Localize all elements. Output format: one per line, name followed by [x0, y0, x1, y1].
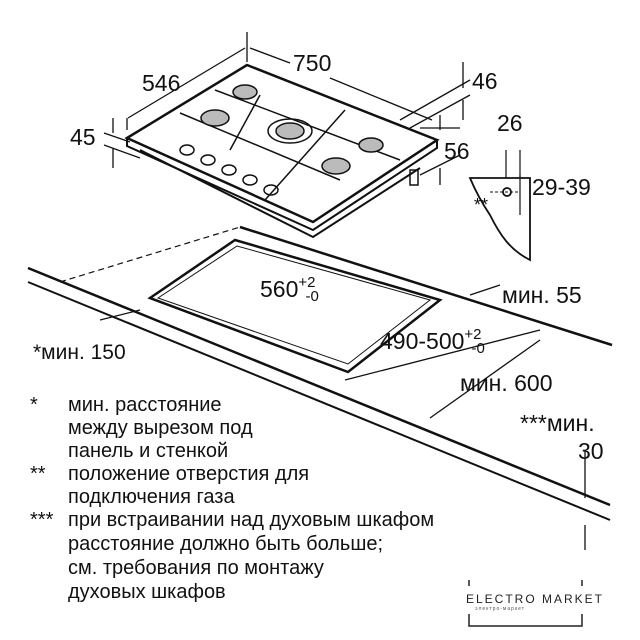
dim-min-rear: мин. 55 — [502, 282, 582, 308]
dim-depth: 546 — [142, 70, 181, 96]
dim-side-offset: 56 — [444, 138, 470, 164]
dim-cutout-width: 560+2-0 — [260, 275, 319, 304]
note-line: при встраивании над духовым шкафом — [68, 509, 435, 531]
dim-width: 750 — [293, 50, 332, 76]
burners — [200, 84, 384, 175]
tol-plus: +2 — [464, 326, 482, 343]
tol-minus: -0 — [305, 288, 319, 305]
note-line: между вырезом под — [68, 417, 253, 439]
dim-min-below-value: 30 — [578, 438, 604, 464]
tol-minus: -0 — [471, 340, 485, 357]
dim-rear-offset: 46 — [472, 68, 498, 94]
note-line: расстояние должно быть больше; — [68, 533, 384, 555]
watermark-tagline: электро-маркет — [475, 606, 526, 612]
note-line: положение отверстия для — [68, 463, 310, 485]
countertop-drawing — [27, 225, 613, 550]
cutout — [147, 238, 443, 374]
gas-connection-bracket — [468, 150, 531, 262]
dim-height: 45 — [70, 124, 96, 150]
note-mark: *** — [30, 509, 54, 531]
note-mark: * — [30, 394, 38, 416]
gas-connection-mark: ** — [474, 195, 489, 215]
control-knobs — [179, 144, 419, 196]
hob-dimension-lines — [103, 32, 471, 185]
note-line: мин. расстояние — [68, 394, 222, 416]
dim-min-side: *мин. 150 — [33, 341, 126, 364]
cutout-depth-value: 490-500 — [380, 328, 465, 354]
note-line: духовых шкафов — [68, 581, 226, 603]
dim-min-depth: мин. 600 — [460, 370, 553, 396]
note-line: панель и стенкой — [68, 440, 229, 462]
note-line: подключения газа — [68, 486, 235, 508]
watermark-name: ELECTRO MARKET — [466, 592, 605, 606]
note-line: см. требования по монтажу — [68, 557, 324, 579]
dim-bracket-width: 26 — [497, 110, 523, 136]
dim-cutout-depth: 490-500+2-0 — [380, 327, 485, 356]
dim-min-below-label: ***мин. — [520, 410, 595, 436]
hob-drawing — [124, 63, 440, 239]
cutout-width-value: 560 — [260, 276, 299, 302]
tol-plus: +2 — [298, 274, 316, 291]
note-mark: ** — [30, 463, 46, 485]
dim-bracket-height: 29-39 — [532, 174, 591, 200]
